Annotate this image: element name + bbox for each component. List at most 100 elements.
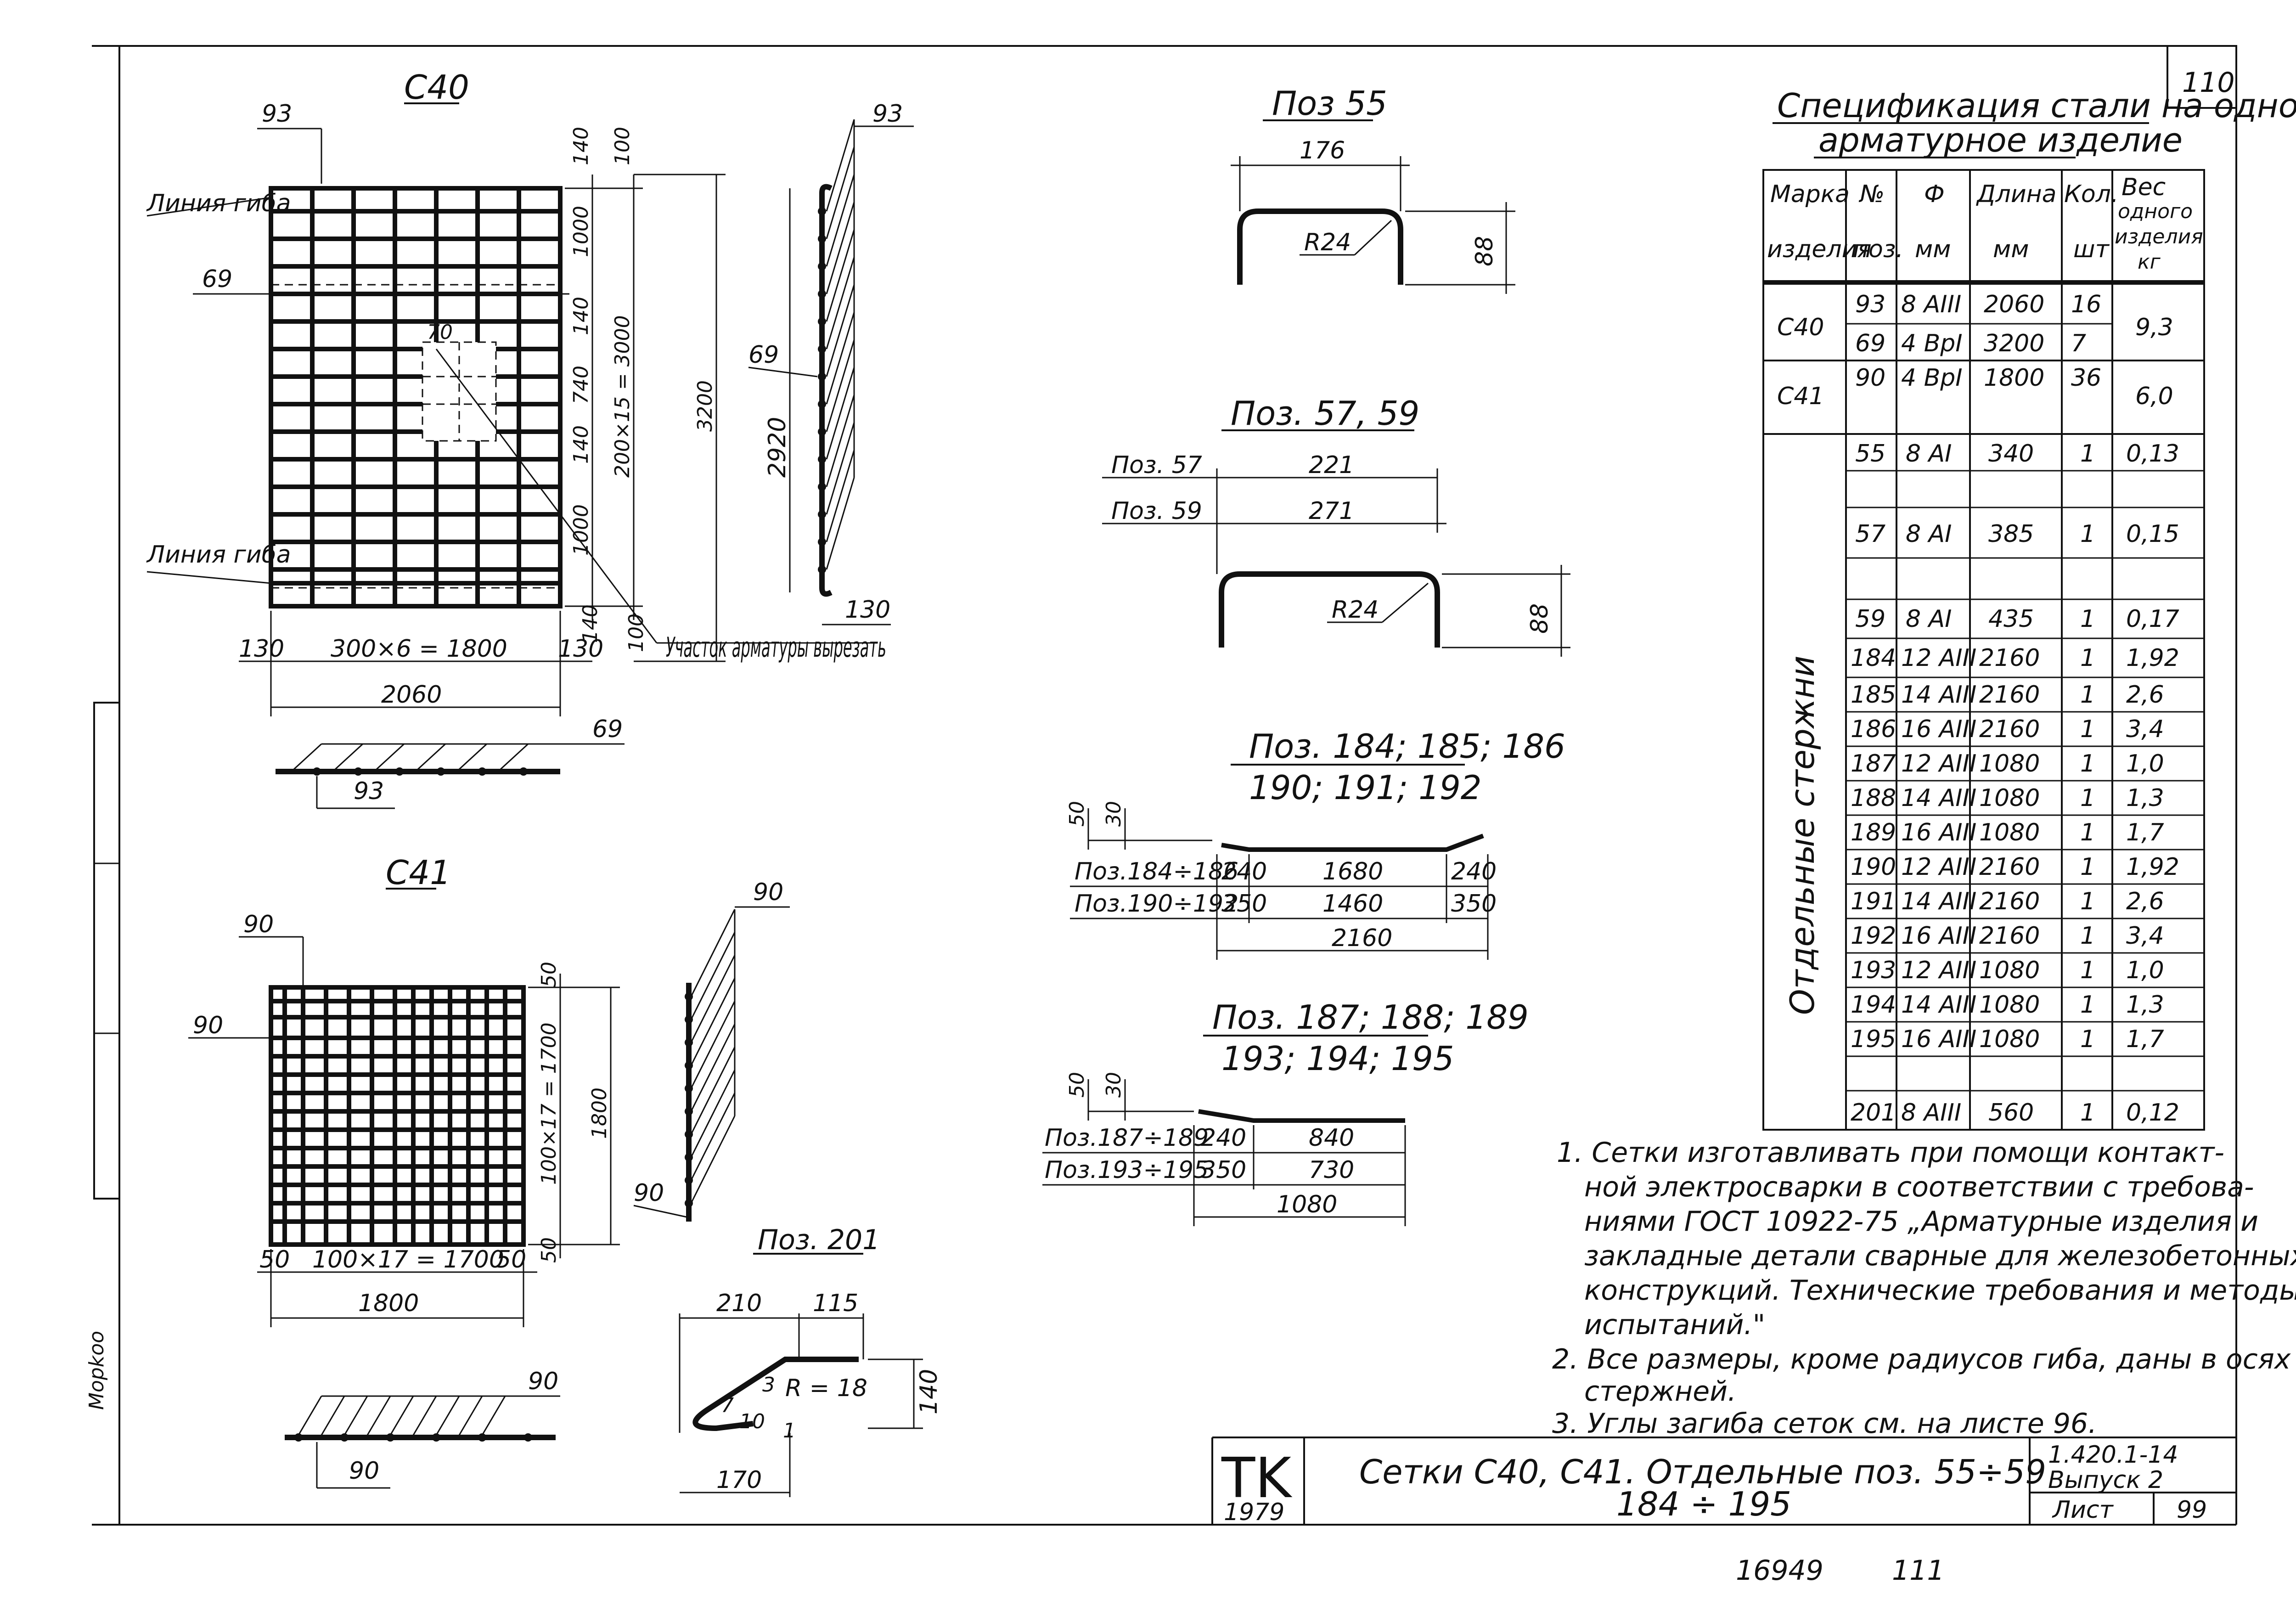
c41-horizontal-dims: 50 100×17 = 1700 50 1800 bbox=[257, 1246, 537, 1327]
c41-pos90-left: 90 bbox=[193, 1012, 223, 1039]
pos201-radius: R = 18 bbox=[785, 1375, 867, 1402]
spec-mesh-row2-len: 3200 bbox=[1984, 330, 2044, 357]
spec-bar-len-186: 2160 bbox=[1979, 715, 2040, 743]
pos57-59-height: 88 bbox=[1526, 603, 1553, 634]
spec-header-qty-1: Кол. bbox=[2064, 180, 2119, 208]
spec-bar-qty-189: 1 bbox=[2080, 819, 2095, 846]
spec-bar-weight-192: 3,4 bbox=[2126, 922, 2164, 950]
spec-bar-qty-186: 1 bbox=[2080, 715, 2095, 743]
spec-bar-pos-195: 195 bbox=[1851, 1025, 1896, 1053]
c41-vertical-dims: 50 100×17 = 1700 1800 50 bbox=[528, 962, 620, 1263]
c40-dim-140-bot: 140 bbox=[579, 604, 602, 643]
mesh-c41: С41 90 90 bbox=[188, 853, 790, 1489]
spec-bar-weight-201: 0,12 bbox=[2126, 1099, 2179, 1127]
title-sheet-label: Лист bbox=[2052, 1496, 2114, 1524]
title-tk-year: 1979 bbox=[1224, 1499, 1284, 1526]
pos57-label: Поз. 57 bbox=[1111, 451, 1202, 479]
spec-mesh-row1-len: 2060 bbox=[1984, 291, 2044, 318]
title-line-2: 184 ÷ 195 bbox=[1616, 1485, 1791, 1523]
spec-title-line2: арматурное изделие bbox=[1818, 121, 2183, 159]
pos201-dim-170: 170 bbox=[716, 1466, 762, 1494]
spec-bar-pos-187: 187 bbox=[1851, 750, 1896, 777]
spec-bar-weight-59: 0,17 bbox=[2126, 605, 2179, 633]
spec-bar-dia-187: 12 AIII bbox=[1901, 750, 1976, 777]
c41-grid bbox=[269, 985, 526, 1247]
spec-bar-weight-195: 1,7 bbox=[2126, 1025, 2164, 1053]
note-line-2: ной электросварки в соответствии с требо… bbox=[1584, 1171, 2254, 1203]
spec-header-mark-2: изделия bbox=[1767, 236, 1872, 263]
spec-header-len-1: Длина bbox=[1976, 180, 2057, 208]
spec-mesh-row1-pos: 93 bbox=[1855, 291, 1885, 318]
spec-bar-pos-186: 186 bbox=[1851, 715, 1896, 743]
spec-bar-len-185: 2160 bbox=[1979, 681, 2040, 709]
spec-header-pos-2: поз. bbox=[1853, 236, 1903, 263]
title-issue: Выпуск 2 bbox=[2048, 1466, 2163, 1494]
spec-bar-qty-55: 1 bbox=[2080, 440, 2095, 468]
spec-bar-pos-193: 193 bbox=[1851, 957, 1896, 984]
pos184-detail: Поз. 184; 185; 186 190; 191; 192 50 30 П… bbox=[1065, 727, 1565, 960]
spec-bar-len-55: 340 bbox=[1988, 440, 2034, 468]
spec-header-weight-1: Вес bbox=[2122, 174, 2166, 201]
spec-bar-weight-193: 1,0 bbox=[2126, 957, 2164, 984]
c40-dim-140-mid2: 140 bbox=[569, 425, 593, 464]
spec-bar-dia-195: 16 AIII bbox=[1901, 1025, 1976, 1053]
c40-dim-1000-b: 1000 bbox=[569, 504, 593, 556]
pos184-row1-c: 240 bbox=[1451, 858, 1497, 885]
spec-bar-weight-184: 1,92 bbox=[2126, 644, 2179, 672]
spec-bar-pos-201: 201 bbox=[1851, 1099, 1896, 1127]
spec-bar-dia-194: 14 AIII bbox=[1901, 991, 1976, 1019]
spec-bar-len-193: 1080 bbox=[1979, 957, 2040, 984]
note-line-9: 3. Углы загиба сеток см. на листе 96. bbox=[1552, 1408, 2097, 1440]
c40-dim-total-v: 3200 bbox=[693, 380, 717, 432]
spec-bar-dia-59: 8 AI bbox=[1906, 605, 1952, 633]
spec-bar-weight-186: 3,4 bbox=[2126, 715, 2164, 743]
spec-header-len-2: мм bbox=[1993, 236, 2029, 263]
spec-bar-len-194: 1080 bbox=[1979, 991, 2040, 1019]
c40-dim-1000-a: 1000 bbox=[569, 206, 593, 257]
spec-title-line1: Спецификация стали на одно bbox=[1777, 86, 2296, 125]
spec-mesh-row1-qty: 16 bbox=[2071, 291, 2101, 318]
pos187-row2-a: 350 bbox=[1201, 1156, 1246, 1184]
c41-section-pos90-bot: 90 bbox=[349, 1457, 379, 1485]
spec-bar-pos-55: 55 bbox=[1855, 440, 1885, 468]
c40-section-pos93: 93 bbox=[354, 777, 384, 805]
pos57-value: 221 bbox=[1309, 451, 1354, 479]
spec-bar-len-188: 1080 bbox=[1979, 784, 2040, 812]
spec-bar-len-59: 435 bbox=[1988, 605, 2034, 633]
spec-bar-pos-185: 185 bbox=[1851, 681, 1896, 709]
c41-side-pos90-bot: 90 bbox=[634, 1179, 664, 1207]
spec-bar-dia-55: 8 AI bbox=[1906, 440, 1952, 468]
bottom-stamp: 16949 111 bbox=[1736, 1555, 1945, 1587]
spec-group-separate-bars: Отдельные стержни bbox=[1783, 655, 1822, 1015]
spec-bar-weight-57: 0,15 bbox=[2126, 520, 2179, 548]
pos187-dim-30: 30 bbox=[1102, 1072, 1125, 1098]
spec-mesh-row3-pos: 90 bbox=[1855, 364, 1885, 392]
spec-bar-len-187: 1080 bbox=[1979, 750, 2040, 777]
pos184-row1-a: 240 bbox=[1221, 858, 1267, 885]
pos201-dim-115: 115 bbox=[813, 1290, 858, 1317]
spec-header-dia-2: мм bbox=[1915, 236, 1951, 263]
note-line-8: стержней. bbox=[1584, 1375, 1736, 1408]
spec-bar-qty-195: 1 bbox=[2080, 1025, 2095, 1053]
c40-dim-100-bot: 100 bbox=[625, 614, 648, 652]
c40-cut-note: Участок арматуры вырезать bbox=[657, 631, 886, 664]
spec-bar-dia-201: 8 AIII bbox=[1901, 1099, 1961, 1127]
spec-header-weight-3: изделия bbox=[2115, 225, 2203, 248]
spec-bar-len-184: 2160 bbox=[1979, 644, 2040, 672]
title-block: TK 1979 Сетки С40, С41. Отдельные поз. 5… bbox=[1211, 1437, 2236, 1526]
pos184-row1-label: Поз.184÷186 bbox=[1075, 858, 1238, 885]
c40-horizontal-dims: 130 300×6 = 1800 130 2060 bbox=[239, 611, 603, 716]
pos59-value: 271 bbox=[1309, 497, 1354, 525]
pos201-dim-140: 140 bbox=[915, 1369, 943, 1414]
c40-dim-total-h: 2060 bbox=[381, 681, 442, 709]
c40-dim-140-top: 140 bbox=[569, 127, 593, 165]
pos184-dim-30: 30 bbox=[1102, 801, 1125, 827]
pos55-detail: Поз 55 176 R24 88 bbox=[1231, 84, 1515, 294]
spec-bar-len-190: 2160 bbox=[1979, 853, 2040, 881]
c40-dim-right-130: 130 bbox=[558, 635, 603, 663]
pos201-dim-210: 210 bbox=[716, 1290, 762, 1317]
spec-bar-qty-57: 1 bbox=[2080, 520, 2095, 548]
mesh-c40-title: С40 bbox=[404, 68, 469, 107]
frame-side-label: Mopkoo bbox=[85, 1331, 108, 1410]
